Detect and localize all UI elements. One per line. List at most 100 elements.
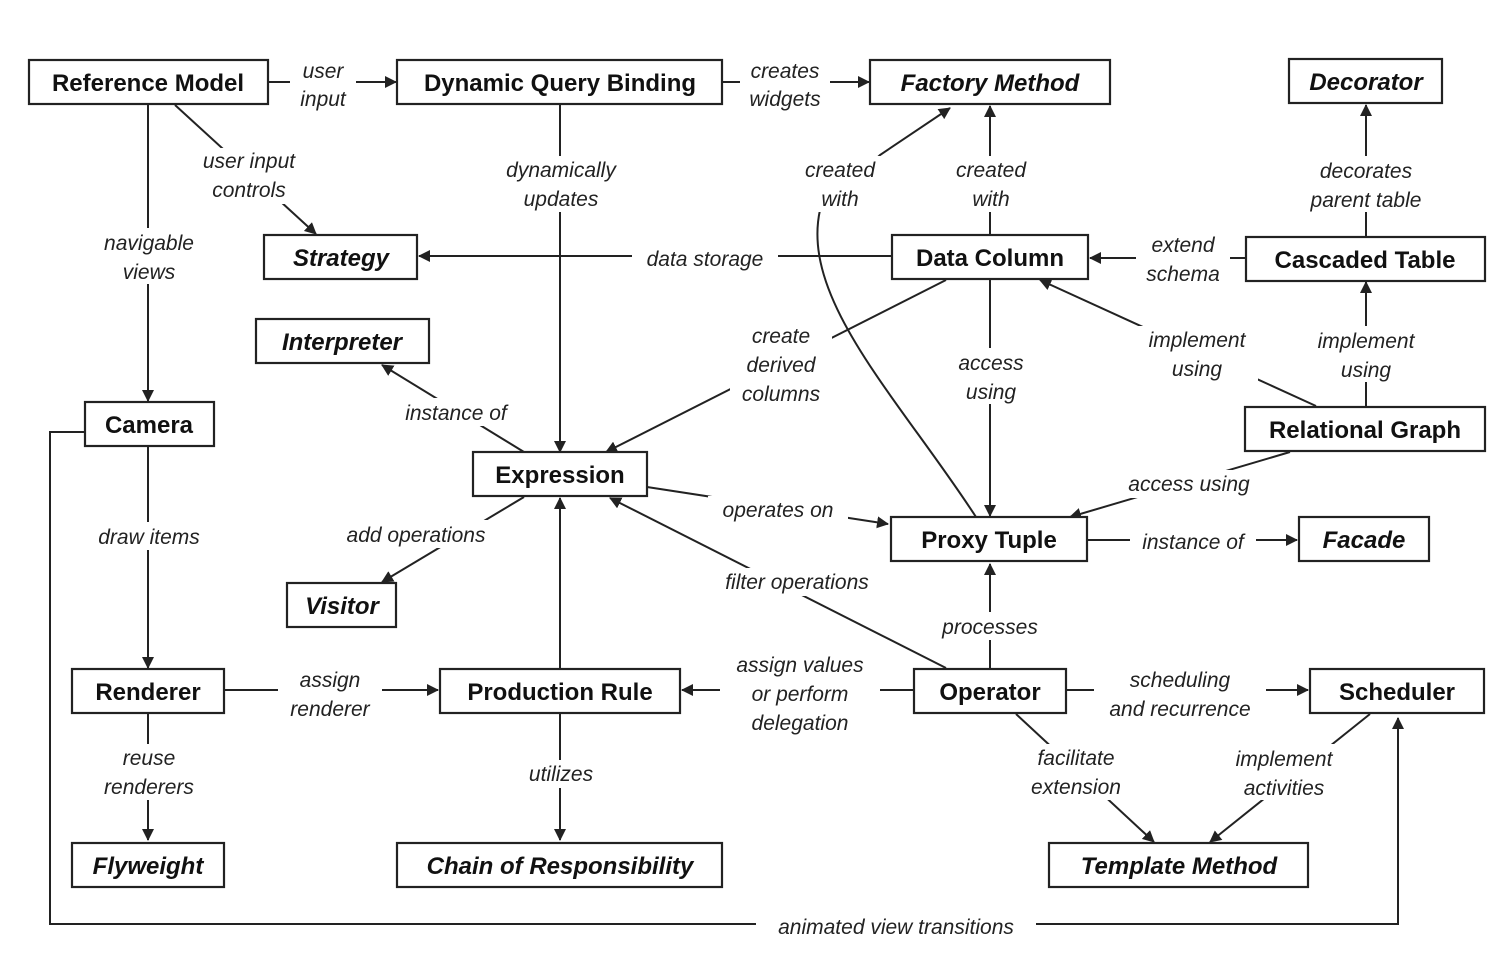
node-strategy: Strategy (262, 233, 419, 281)
svg-text:Renderer: Renderer (95, 679, 200, 706)
svg-text:operates on: operates on (723, 499, 834, 522)
node-production-rule: Production Rule (438, 667, 682, 715)
label-processes: processes (928, 612, 1052, 640)
svg-text:Dynamic Query Binding: Dynamic Query Binding (424, 70, 696, 97)
svg-text:Relational Graph: Relational Graph (1269, 417, 1461, 444)
svg-text:access using: access using (1128, 473, 1250, 496)
svg-text:draw items: draw items (98, 526, 200, 549)
svg-text:and recurrence: and recurrence (1109, 698, 1250, 721)
node-camera: Camera (83, 400, 216, 448)
label-user-input-controls: user input controls (192, 148, 306, 204)
svg-text:renderer: renderer (290, 698, 370, 721)
label-assign-values: assign values or perform delegation (720, 650, 880, 736)
node-relational-graph: Relational Graph (1243, 405, 1487, 453)
label-draw-items: draw items (86, 522, 212, 550)
svg-text:add operations: add operations (347, 524, 486, 547)
svg-text:parent table: parent table (1310, 189, 1422, 212)
svg-text:input: input (300, 88, 347, 111)
svg-text:columns: columns (742, 383, 821, 406)
label-access-using-b: access using (1114, 470, 1264, 498)
svg-text:derived: derived (747, 354, 817, 377)
svg-text:Data Column: Data Column (916, 245, 1064, 272)
svg-text:Chain of Responsibility: Chain of Responsibility (427, 853, 695, 880)
svg-text:activities: activities (1244, 777, 1325, 800)
label-dynamically-updates: dynamically updates (494, 156, 628, 212)
svg-text:decorates: decorates (1320, 160, 1413, 183)
label-add-operations: add operations (330, 520, 502, 548)
svg-text:scheduling: scheduling (1130, 669, 1231, 692)
svg-text:Flyweight: Flyweight (93, 853, 205, 880)
svg-text:Reference Model: Reference Model (52, 70, 244, 97)
svg-text:or perform: or perform (752, 683, 849, 706)
svg-text:access: access (958, 352, 1024, 375)
svg-text:processes: processes (941, 616, 1038, 639)
label-implement-using-a: implement using (1136, 326, 1258, 382)
svg-text:extension: extension (1031, 776, 1121, 799)
node-facade: Facade (1297, 515, 1431, 563)
svg-text:Expression: Expression (495, 462, 624, 489)
node-reference-model: Reference Model (27, 58, 270, 106)
svg-text:with: with (821, 188, 858, 211)
node-data-column: Data Column (890, 233, 1090, 281)
svg-text:Visitor: Visitor (305, 593, 380, 620)
svg-text:schema: schema (1146, 263, 1220, 286)
svg-text:Cascaded Table: Cascaded Table (1275, 247, 1456, 274)
label-scheduling: scheduling and recurrence (1094, 666, 1266, 722)
label-operates-on: operates on (708, 496, 848, 524)
node-dynamic-query-binding: Dynamic Query Binding (395, 58, 724, 106)
label-creates-widgets: creates widgets (740, 58, 830, 112)
label-utilizes: utilizes (516, 760, 606, 788)
svg-text:Camera: Camera (105, 412, 194, 439)
node-chain-of-responsibility: Chain of Responsibility (395, 841, 724, 889)
svg-text:implement: implement (1318, 330, 1416, 353)
label-implement-using-b: implement using (1304, 326, 1428, 382)
svg-text:implement: implement (1236, 748, 1334, 771)
svg-text:assign values: assign values (736, 654, 864, 677)
svg-text:renderers: renderers (104, 776, 194, 799)
label-create-derived-columns: create derived columns (730, 322, 832, 408)
svg-text:utilizes: utilizes (529, 763, 594, 786)
label-created-with-b: created with (946, 156, 1036, 212)
svg-text:controls: controls (212, 179, 286, 202)
svg-text:instance of: instance of (1142, 531, 1246, 554)
svg-text:data storage: data storage (647, 248, 764, 271)
node-scheduler: Scheduler (1308, 667, 1486, 715)
svg-text:instance of: instance of (405, 402, 509, 425)
svg-text:navigable: navigable (104, 232, 194, 255)
label-extend-schema: extend schema (1136, 232, 1230, 288)
node-renderer: Renderer (70, 667, 226, 715)
edge-created-with-a (816, 107, 977, 518)
svg-text:Factory Method: Factory Method (901, 70, 1081, 97)
svg-text:filter operations: filter operations (725, 571, 869, 594)
svg-text:views: views (123, 261, 176, 284)
label-filter-operations: filter operations (708, 568, 886, 596)
svg-text:Template Method: Template Method (1081, 853, 1279, 880)
svg-text:Interpreter: Interpreter (282, 329, 404, 356)
svg-text:facilitate: facilitate (1037, 747, 1114, 770)
node-factory-method: Factory Method (868, 58, 1112, 106)
svg-text:extend: extend (1151, 234, 1215, 257)
svg-text:updates: updates (524, 188, 599, 211)
svg-text:implement: implement (1149, 329, 1247, 352)
node-decorator: Decorator (1287, 57, 1444, 105)
svg-text:create: create (752, 325, 810, 348)
label-assign-renderer: assign renderer (278, 666, 382, 722)
node-proxy-tuple: Proxy Tuple (889, 515, 1089, 563)
svg-text:Scheduler: Scheduler (1339, 679, 1455, 706)
svg-text:created: created (956, 159, 1027, 182)
svg-text:delegation: delegation (752, 712, 849, 735)
svg-text:using: using (966, 381, 1017, 404)
svg-text:dynamically: dynamically (506, 159, 617, 182)
node-operator: Operator (912, 667, 1068, 715)
svg-text:Operator: Operator (939, 679, 1040, 706)
label-decorates-parent-table: decorates parent table (1298, 156, 1434, 212)
node-expression: Expression (471, 450, 649, 498)
svg-text:Strategy: Strategy (293, 245, 391, 272)
node-template-method: Template Method (1047, 841, 1310, 889)
label-implement-activities: implement activities (1222, 744, 1346, 800)
svg-text:animated view transitions: animated view transitions (778, 916, 1014, 939)
svg-text:Facade: Facade (1323, 527, 1406, 554)
svg-text:reuse: reuse (123, 747, 176, 770)
label-access-using-a: access using (946, 348, 1036, 404)
svg-text:creates: creates (751, 60, 820, 83)
